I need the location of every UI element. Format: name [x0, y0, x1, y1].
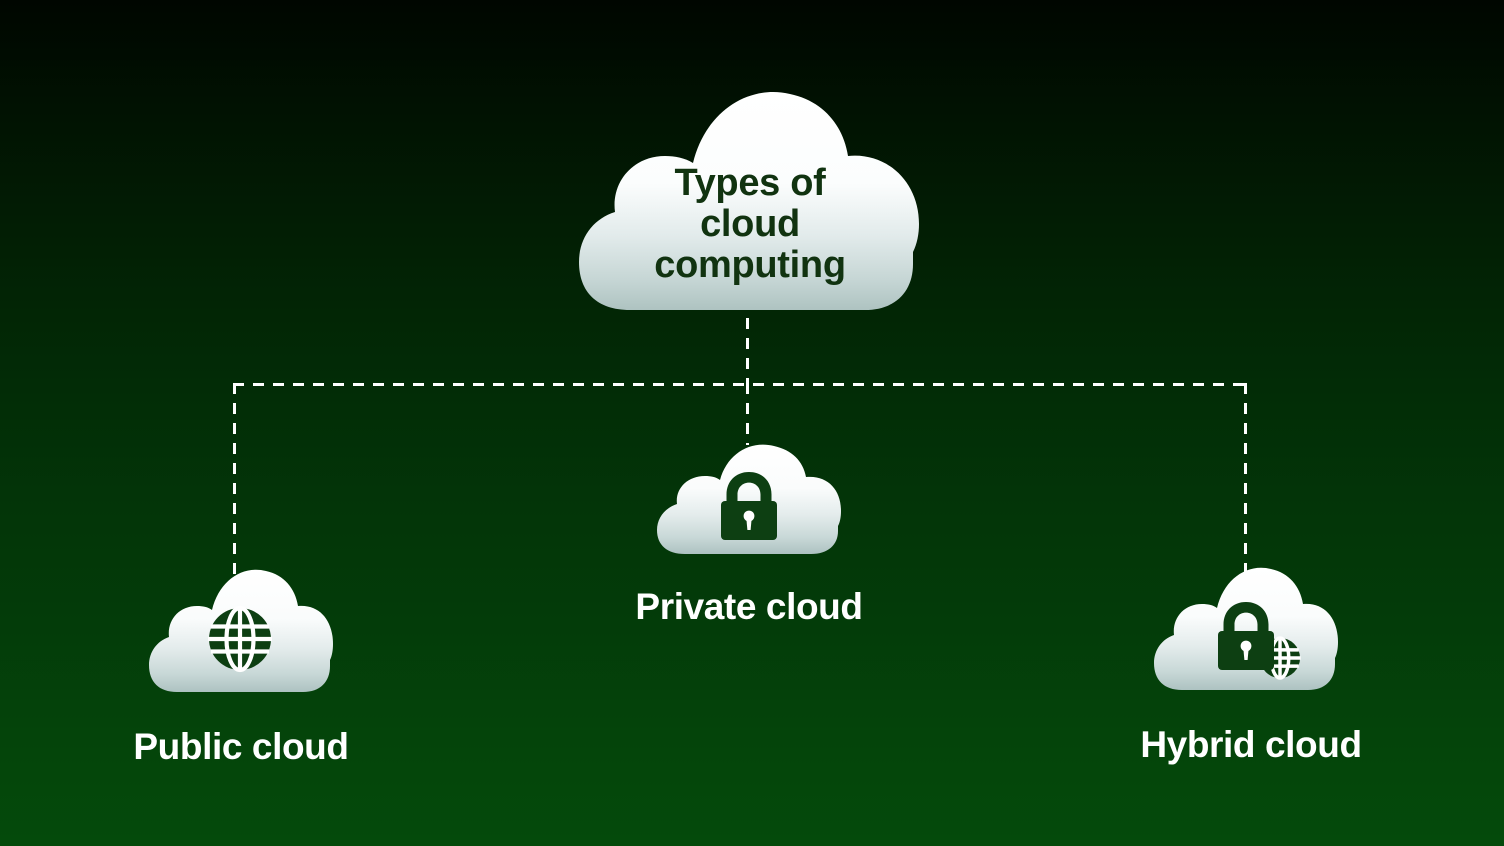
public-cloud-label: Public cloud	[133, 726, 349, 767]
connector-to-private-cloud	[746, 383, 749, 445]
connector-root-stem	[746, 318, 749, 386]
root-cloud-label: Types of cloud computing	[654, 162, 846, 287]
public-cloud-shape	[146, 562, 336, 696]
private-cloud-label: Private cloud	[635, 586, 863, 627]
connector-horizontal-bus	[233, 383, 1247, 386]
connector-to-public-cloud	[233, 383, 236, 579]
private-cloud-shape	[654, 438, 844, 558]
hybrid-cloud-label: Hybrid cloud	[1140, 724, 1362, 765]
connector-to-hybrid-cloud	[1244, 383, 1247, 579]
hybrid-cloud-shape	[1151, 560, 1341, 694]
root-cloud-shape	[575, 78, 925, 318]
